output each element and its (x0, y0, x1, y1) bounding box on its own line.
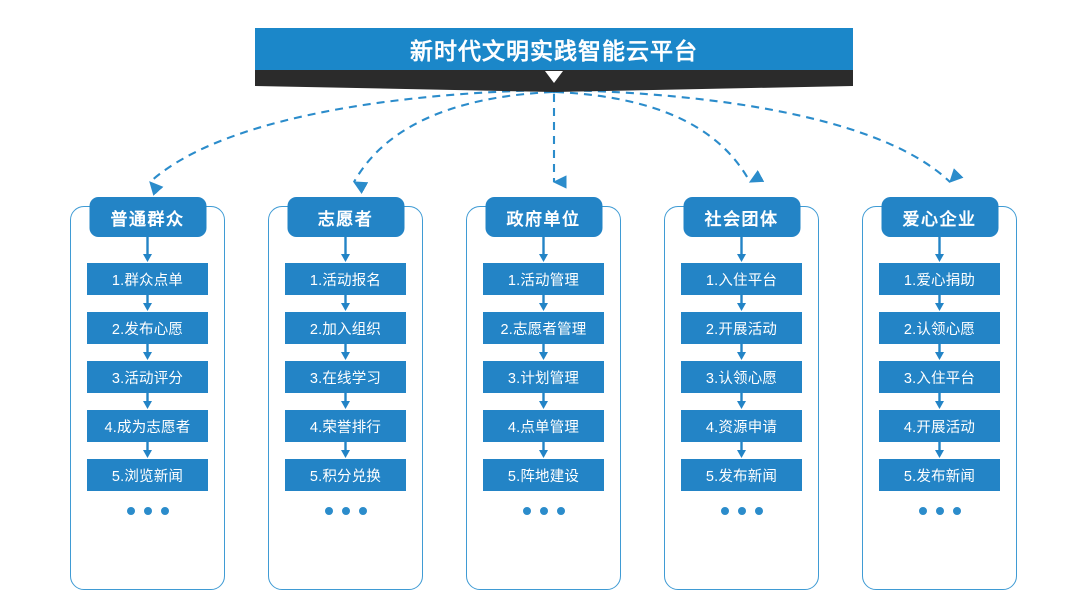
step-item[interactable]: 1.活动管理 (483, 263, 604, 295)
step-item[interactable]: 4.荣誉排行 (285, 410, 406, 442)
connector-to-col-2 (352, 90, 553, 195)
step-item[interactable]: 3.认领心愿 (681, 361, 802, 393)
arrow-icon (539, 237, 548, 262)
arrow-icon (341, 237, 350, 262)
step-item[interactable]: 4.资源申请 (681, 410, 802, 442)
step-item[interactable]: 4.点单管理 (483, 410, 604, 442)
platform-title-banner: 新时代文明实践智能云平台 (255, 28, 853, 92)
arrow-icon (935, 344, 944, 360)
step-item[interactable]: 2.加入组织 (285, 312, 406, 344)
connector-to-col-1 (149, 88, 553, 196)
more-indicator (126, 507, 169, 515)
arrow-icon (143, 237, 152, 262)
arrow-icon (935, 393, 944, 409)
step-item[interactable]: 4.成为志愿者 (87, 410, 208, 442)
step-item[interactable]: 1.群众点单 (87, 263, 208, 295)
column-2-steps: 1.活动报名 2.加入组织 3.在线学习 4.荣誉排行 5.积分兑换 (269, 207, 422, 589)
step-item[interactable]: 5.阵地建设 (483, 459, 604, 491)
arrow-icon (341, 393, 350, 409)
step-item[interactable]: 2.开展活动 (681, 312, 802, 344)
more-indicator (720, 507, 763, 515)
arrow-icon (539, 393, 548, 409)
column-5-header[interactable]: 爱心企业 (881, 197, 998, 237)
arrow-icon (539, 344, 548, 360)
step-item[interactable]: 1.入住平台 (681, 263, 802, 295)
connector-to-col-5 (555, 88, 964, 183)
arrow-icon (143, 344, 152, 360)
arrow-icon (539, 442, 548, 458)
arrow-icon (341, 442, 350, 458)
more-indicator (522, 507, 565, 515)
column-2-header[interactable]: 志愿者 (287, 197, 404, 237)
arrow-icon (143, 393, 152, 409)
arrow-icon (737, 295, 746, 311)
step-item[interactable]: 4.开展活动 (879, 410, 1000, 442)
column-5-steps: 1.爱心捐助 2.认领心愿 3.入住平台 4.开展活动 5.发布新闻 (863, 207, 1016, 589)
step-item[interactable]: 2.志愿者管理 (483, 312, 604, 344)
arrow-icon (737, 393, 746, 409)
step-item[interactable]: 5.积分兑换 (285, 459, 406, 491)
column-4-steps: 1.入住平台 2.开展活动 3.认领心愿 4.资源申请 5.发布新闻 (665, 207, 818, 589)
column-1-steps: 1.群众点单 2.发布心愿 3.活动评分 4.成为志愿者 5.浏览新闻 (71, 207, 224, 589)
more-indicator (324, 507, 367, 515)
column-3[interactable]: 政府单位 1.活动管理 2.志愿者管理 3.计划管理 4.点单管理 5.阵地建设 (466, 197, 621, 590)
arrow-icon (935, 442, 944, 458)
column-3-steps: 1.活动管理 2.志愿者管理 3.计划管理 4.点单管理 5.阵地建设 (467, 207, 620, 589)
column-2[interactable]: 志愿者 1.活动报名 2.加入组织 3.在线学习 4.荣誉排行 5.积分兑换 (268, 197, 423, 590)
step-item[interactable]: 3.入住平台 (879, 361, 1000, 393)
step-item[interactable]: 5.浏览新闻 (87, 459, 208, 491)
arrow-icon (935, 295, 944, 311)
step-item[interactable]: 2.认领心愿 (879, 312, 1000, 344)
arrow-icon (737, 237, 746, 262)
arrow-icon (341, 295, 350, 311)
arrow-icon (539, 295, 548, 311)
column-1-header[interactable]: 普通群众 (89, 197, 206, 237)
step-item[interactable]: 3.活动评分 (87, 361, 208, 393)
arrow-icon (737, 442, 746, 458)
step-item[interactable]: 2.发布心愿 (87, 312, 208, 344)
platform-title: 新时代文明实践智能云平台 (255, 28, 853, 70)
step-item[interactable]: 5.发布新闻 (879, 459, 1000, 491)
column-3-header[interactable]: 政府单位 (485, 197, 602, 237)
step-item[interactable]: 3.计划管理 (483, 361, 604, 393)
step-item[interactable]: 3.在线学习 (285, 361, 406, 393)
step-item[interactable]: 1.活动报名 (285, 263, 406, 295)
arrow-icon (143, 442, 152, 458)
step-item[interactable]: 5.发布新闻 (681, 459, 802, 491)
banner-ribbon-shadow (255, 70, 853, 92)
column-4-header[interactable]: 社会团体 (683, 197, 800, 237)
arrow-icon (737, 344, 746, 360)
column-4[interactable]: 社会团体 1.入住平台 2.开展活动 3.认领心愿 4.资源申请 5.发布新闻 (664, 197, 819, 590)
step-item[interactable]: 1.爱心捐助 (879, 263, 1000, 295)
arrow-icon (143, 295, 152, 311)
column-1[interactable]: 普通群众 1.群众点单 2.发布心愿 3.活动评分 4.成为志愿者 5.浏览新闻 (70, 197, 225, 590)
arrow-icon (341, 344, 350, 360)
connector-to-col-4 (555, 90, 765, 183)
column-5[interactable]: 爱心企业 1.爱心捐助 2.认领心愿 3.入住平台 4.开展活动 5.发布新闻 (862, 197, 1017, 590)
arrow-icon (935, 237, 944, 262)
more-indicator (918, 507, 961, 515)
